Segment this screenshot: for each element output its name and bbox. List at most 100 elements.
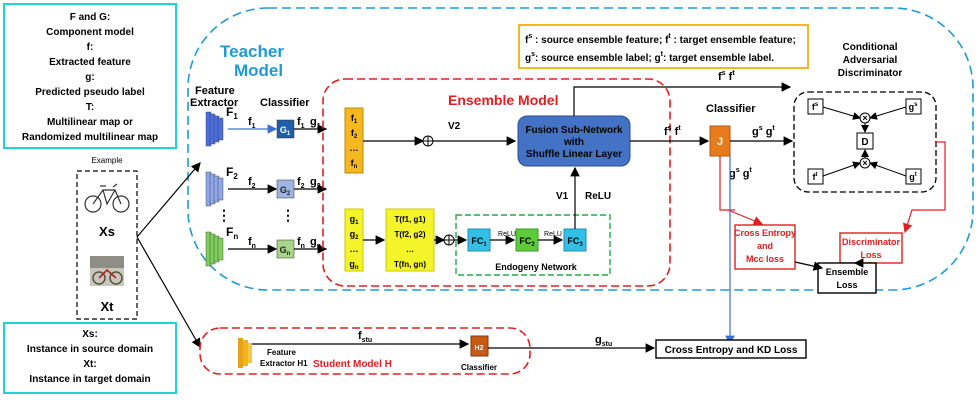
g-stack-item: g2 bbox=[350, 229, 360, 241]
feature-extractor-label-2: Extractor bbox=[190, 97, 239, 109]
discriminator-title-3: Discriminator bbox=[838, 68, 903, 79]
relu-label-1: ReLU bbox=[498, 231, 516, 238]
gs-gt-label-1: gs gt bbox=[752, 125, 775, 138]
output-feature-label: f2 bbox=[297, 176, 305, 190]
arrow-disc-to-disc-loss bbox=[902, 141, 946, 234]
classifier-label: Classifier bbox=[260, 97, 310, 109]
h2-label: H2 bbox=[475, 345, 484, 352]
g-stu-label: gstu bbox=[595, 334, 612, 348]
bike-photo-icon bbox=[90, 256, 124, 286]
svg-text:gs: gs bbox=[909, 102, 919, 112]
classifier-j-text: J bbox=[717, 136, 723, 148]
legend-top-line: T: bbox=[86, 102, 94, 113]
student-title: Student Model H bbox=[313, 359, 392, 370]
legend-top-line: Component model bbox=[46, 27, 134, 38]
ce-loss-line-2: and bbox=[757, 241, 773, 251]
legend-bottom-line: Instance in target domain bbox=[29, 374, 150, 385]
disc-loss-line-1: Discriminator bbox=[842, 237, 901, 247]
notation-line-2: gs: source ensemble label; gt: target en… bbox=[525, 51, 774, 64]
legend-top-line: Predicted pseudo label bbox=[35, 87, 145, 98]
legend-top-line: F and G: bbox=[70, 12, 111, 23]
legend-bottom-line: Instance in source domain bbox=[27, 344, 153, 355]
extractor-layer bbox=[217, 237, 224, 261]
extractor-name: F2 bbox=[226, 165, 238, 181]
legend-top-line: f: bbox=[87, 42, 94, 53]
output-feature-label: fn bbox=[297, 236, 305, 250]
classifier-ellipsis: ⋮ bbox=[281, 207, 295, 223]
gs-gt-label-2: gs gt bbox=[729, 167, 752, 180]
f-stu-label: fstu bbox=[358, 330, 372, 344]
svg-text:×: × bbox=[862, 113, 867, 123]
legend-top-text: F and G: Component model f: Extracted featu… bbox=[22, 12, 158, 143]
xt-label: Xt bbox=[101, 299, 115, 314]
t-stack-item: T(f1, g1) bbox=[394, 215, 425, 224]
relu-label-2: ReLU bbox=[544, 231, 562, 238]
feature-extractor-label: Feature bbox=[195, 85, 235, 97]
legend-top-box bbox=[3, 3, 177, 149]
h2-block bbox=[470, 335, 489, 357]
ce-loss-line-1: Cross Entropy bbox=[734, 228, 796, 238]
ensemble-title: Ensemble Model bbox=[448, 92, 558, 108]
ensemble-loss-box bbox=[817, 262, 877, 294]
example-box bbox=[76, 170, 138, 320]
g-stack-item: g1 bbox=[350, 214, 360, 226]
output-label-label: g2 bbox=[310, 176, 321, 190]
teacher-title-2: Model bbox=[234, 61, 283, 80]
f-stack-item: fn bbox=[351, 158, 358, 170]
legend-top-line: Randomized multilinear map bbox=[22, 132, 158, 143]
v1-label: V1 bbox=[556, 191, 569, 202]
student-extractor-label-2: Extractor H1 bbox=[260, 359, 308, 368]
arrow-example-to-teacher bbox=[136, 162, 201, 238]
discriminator-d-text: D bbox=[861, 137, 868, 148]
ensemble-model-boundary bbox=[322, 78, 671, 287]
feature-label: f2 bbox=[248, 176, 256, 190]
discriminator-title-2: Adversarial bbox=[843, 55, 898, 66]
ce-kd-loss-label: Cross Entropy and KD Loss bbox=[665, 345, 798, 356]
legend-top-line: Extracted feature bbox=[49, 57, 131, 68]
extractor-layer bbox=[217, 177, 224, 201]
teacher-model-boundary bbox=[187, 7, 974, 291]
notation-box bbox=[518, 24, 809, 69]
relu-label-3: ReLU bbox=[585, 191, 611, 202]
notation-line-1: fs : source ensemble feature; ft : targe… bbox=[525, 33, 796, 46]
t-stack-item: T(f2, g2) bbox=[394, 230, 425, 239]
feature-label: fn bbox=[248, 236, 256, 250]
fusion-line-3: Shuffle Linear Layer bbox=[526, 149, 622, 160]
svg-text:gt: gt bbox=[909, 172, 917, 182]
svg-text:×: × bbox=[862, 158, 867, 168]
t-stack bbox=[385, 208, 435, 272]
ce-kd-loss-box bbox=[655, 339, 807, 359]
ce-loss-line-3: Mcc loss bbox=[746, 254, 784, 264]
teacher-title: Teacher bbox=[220, 42, 284, 61]
f-stack-item: … bbox=[350, 143, 359, 153]
f-stack-item: f1 bbox=[351, 113, 358, 125]
fusion-line-1: Fusion Sub-Network bbox=[525, 125, 623, 136]
arrow-j-to-ce-loss bbox=[719, 156, 735, 211]
fs-ft-label-1: fs ft bbox=[664, 125, 681, 138]
svg-text:fs: fs bbox=[812, 102, 819, 112]
extractor-layer bbox=[217, 117, 224, 141]
student-extractor-icon bbox=[238, 338, 252, 368]
legend-bottom-box bbox=[3, 322, 177, 394]
classifier-name: G1 bbox=[280, 125, 291, 137]
extractor-ellipsis: ⋮ bbox=[217, 207, 231, 223]
output-label-label: g1 bbox=[310, 116, 321, 130]
student-extractor-label-1: Feature bbox=[267, 348, 296, 357]
output-feature-label: f1 bbox=[297, 116, 305, 130]
disc-loss-line-2: Loss bbox=[860, 250, 881, 260]
fs-ft-label-2: fs ft bbox=[718, 70, 735, 83]
cross-entropy-mcc-loss-box bbox=[734, 224, 796, 270]
feature-label: f1 bbox=[248, 116, 256, 130]
endogeny-network-boundary bbox=[455, 214, 611, 276]
student-model-boundary bbox=[199, 327, 531, 375]
legend-top-line: g: bbox=[85, 72, 94, 83]
endogeny-label: Endogeny Network bbox=[495, 262, 578, 272]
legend-bottom-line: Xs: bbox=[82, 329, 98, 340]
svg-text:ft: ft bbox=[813, 172, 818, 182]
fusion-line-2: with bbox=[563, 137, 584, 148]
